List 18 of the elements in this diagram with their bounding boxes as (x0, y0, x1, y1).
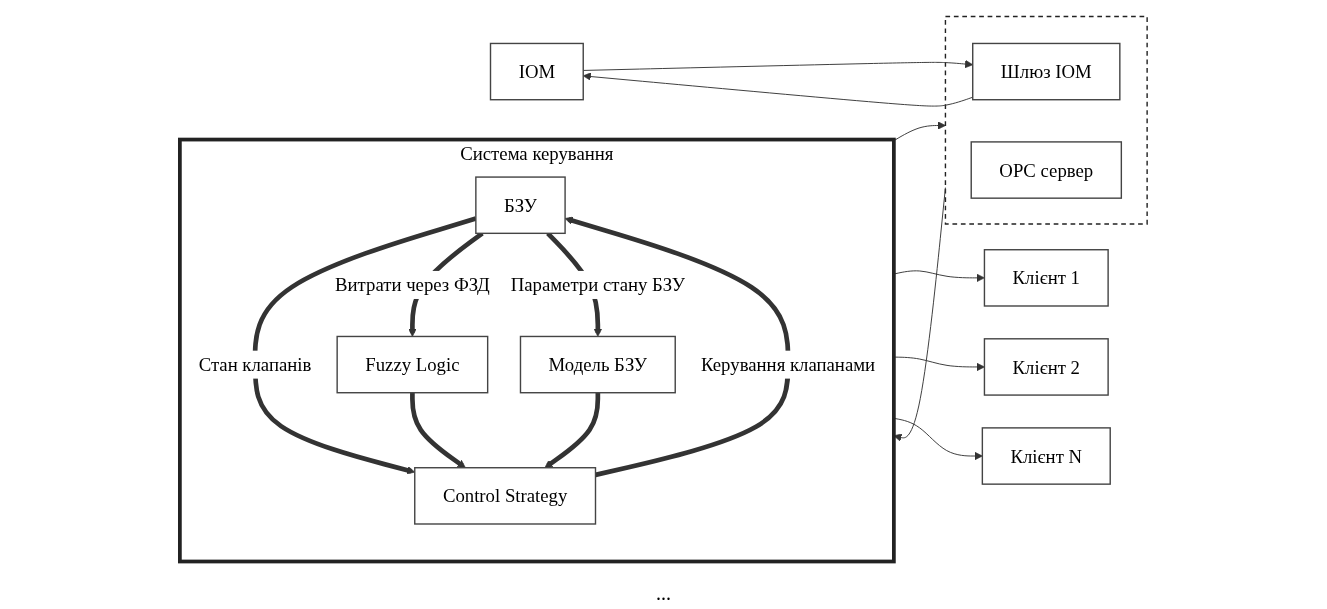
node-box: Шлюз IOM (972, 42, 1121, 101)
edge-label: Витрати через ФЗД (335, 274, 490, 296)
node-box: Клієнт N (981, 427, 1111, 485)
node-box: Модель БЗУ (519, 335, 676, 394)
arrow (410, 392, 466, 469)
edge-label: Стан клапанів (198, 354, 312, 375)
node-box: Клієнт 2 (983, 338, 1109, 396)
node-box: БЗУ (475, 176, 566, 235)
node-box: Клієнт 1 (983, 249, 1109, 307)
node-box: IOM (489, 42, 584, 101)
node-box: Control Strategy (414, 467, 597, 525)
cluster (944, 15, 1148, 225)
ellipsis-label: ... (656, 582, 671, 604)
arrow (544, 392, 601, 469)
edge-label: Керування клапанами (701, 354, 876, 375)
node-box: Fuzzy Logic (336, 335, 489, 394)
node-box: OPC сервер (970, 141, 1123, 199)
edge-label: Параметри стану БЗУ (510, 274, 686, 296)
